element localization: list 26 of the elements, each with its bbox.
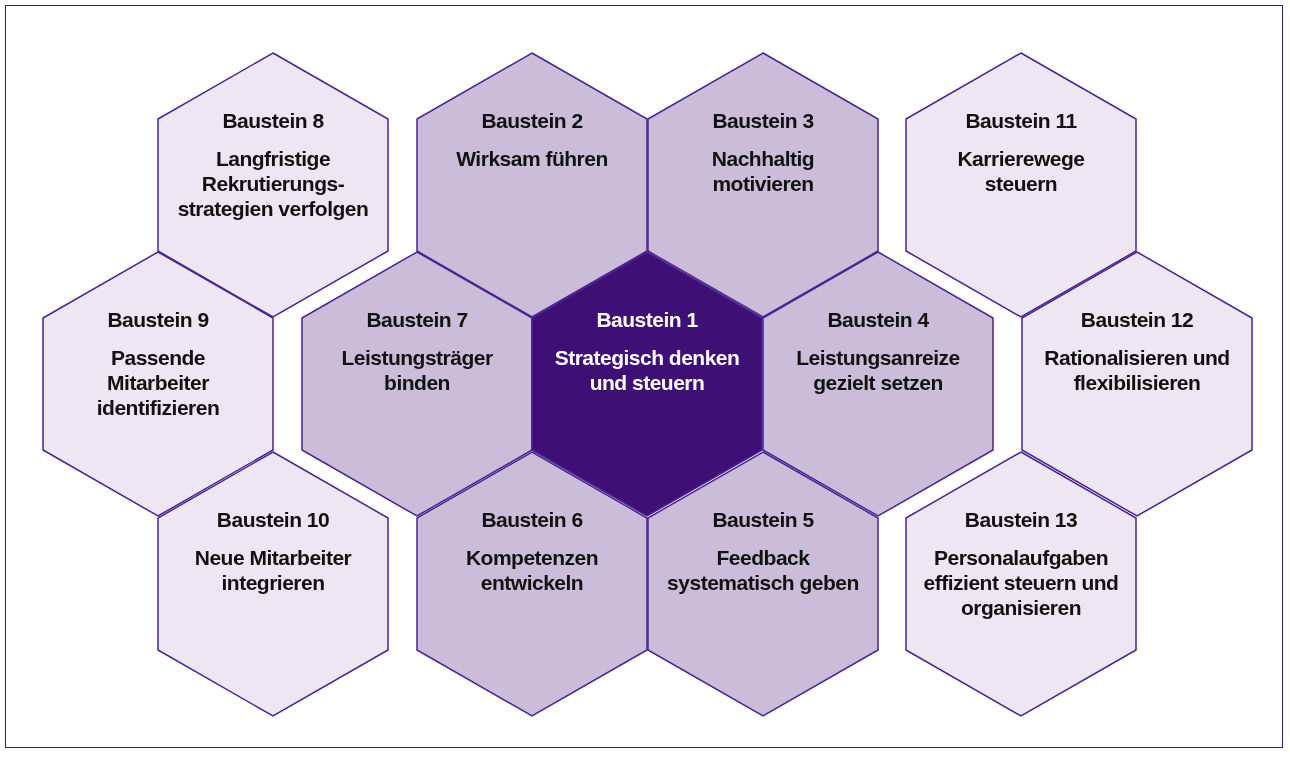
block-text: Personalaufgaben effizient steuern und organisieren	[922, 545, 1120, 621]
block-text: Leistungsanreize gezielt setzen	[795, 345, 961, 396]
block-text: Passende Mitarbeiter identifizieren	[95, 345, 221, 421]
block-text: Nachhaltig motivieren	[710, 146, 816, 197]
block-text: Kompetenzen entwickeln	[464, 545, 600, 596]
block-title: Baustein 6	[480, 507, 584, 533]
block-title: Baustein 11	[964, 108, 1078, 134]
block-text: Neue Mitarbeiter integrieren	[193, 545, 353, 596]
block-text: Rationalisieren und flexibilisieren	[1043, 345, 1231, 396]
block-title: Baustein 9	[106, 307, 210, 333]
block-title: Baustein 5	[711, 507, 815, 533]
block-text: Langfristige Rekrutierungs-strategien verfolgen	[176, 146, 370, 222]
block-text: Leistungsträger binden	[340, 345, 494, 396]
block-title: Baustein 3	[711, 108, 815, 134]
block-text: Wirksam führen	[455, 146, 609, 172]
block-title: Baustein 8	[221, 108, 325, 134]
block-title: Baustein 7	[365, 307, 469, 333]
block-title: Baustein 12	[1079, 307, 1195, 333]
block-text: Strategisch denken und steuern	[553, 345, 741, 396]
block-title: Baustein 2	[480, 108, 584, 134]
block-title: Baustein 4	[826, 307, 930, 333]
block-title: Baustein 1	[595, 307, 699, 333]
block-title: Baustein 13	[963, 507, 1079, 533]
block-text: Feedback systematisch geben	[666, 545, 860, 596]
block-title: Baustein 10	[215, 507, 331, 533]
block-text: Karrierewege steuern	[956, 146, 1086, 197]
